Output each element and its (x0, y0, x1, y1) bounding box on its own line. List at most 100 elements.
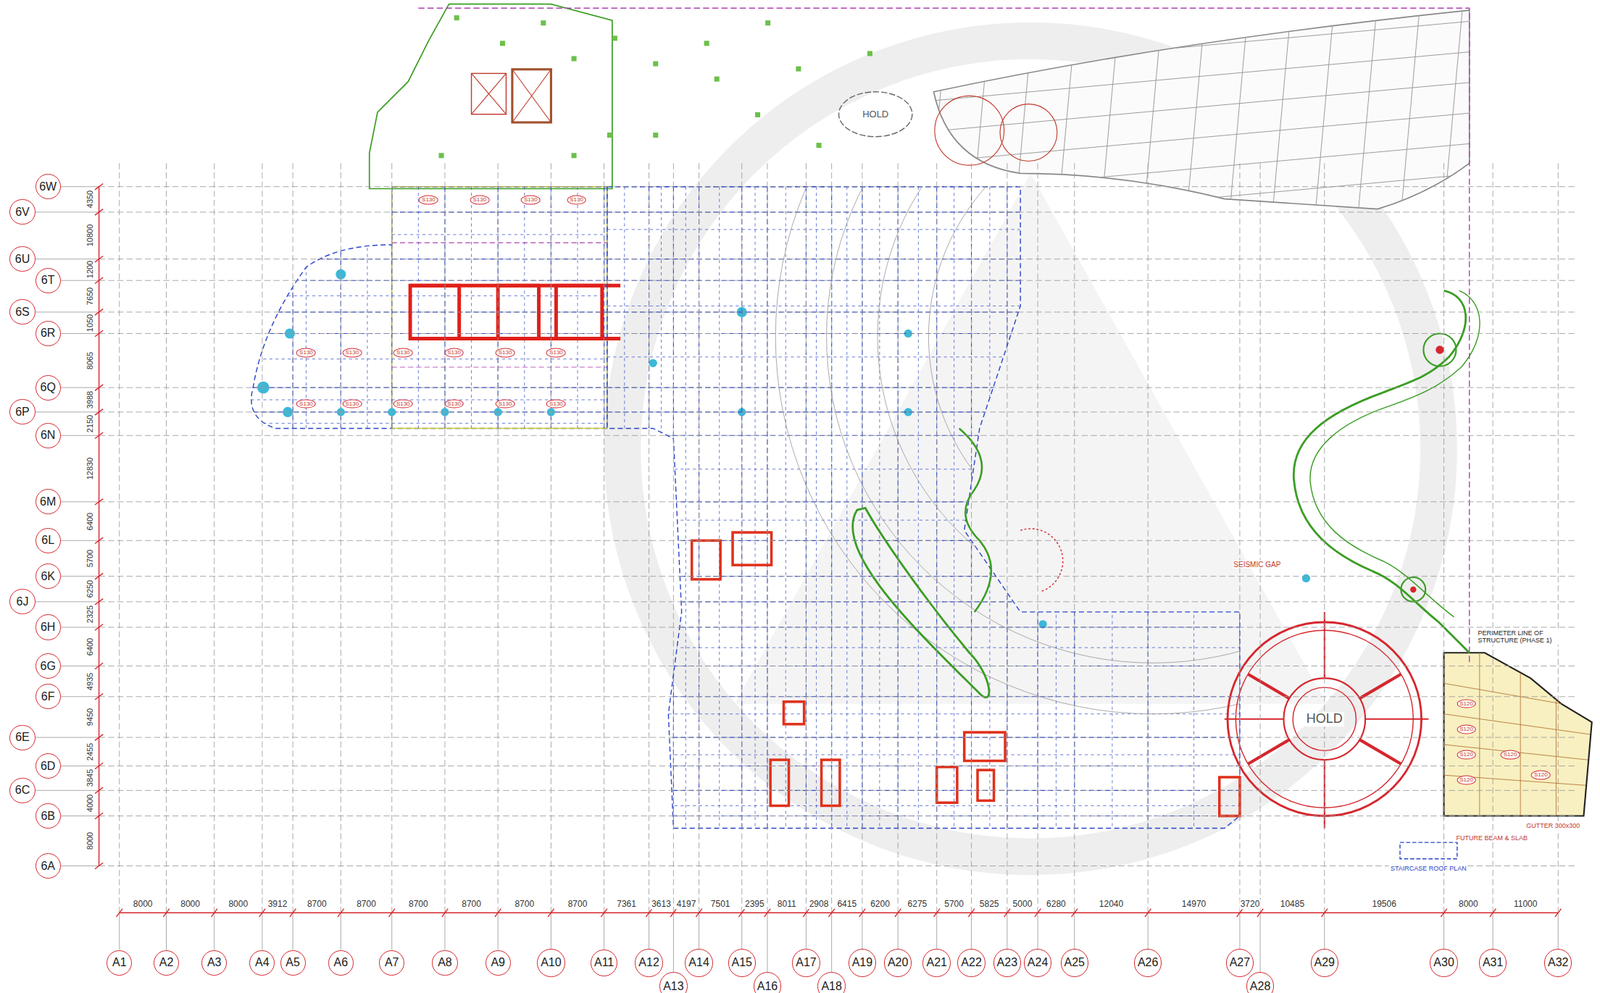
grid-label: A6 (334, 957, 349, 969)
dimension-tick (1321, 909, 1328, 918)
grid-label: 6A (40, 860, 56, 873)
grid-line (99, 186, 1577, 187)
grid-label: 6G (40, 660, 56, 673)
grid-line (936, 163, 937, 914)
grid-line (603, 163, 605, 914)
beam-line (660, 186, 662, 829)
callout-number: S130 (566, 195, 587, 206)
beam-line (755, 186, 756, 829)
radial-beam (826, 10, 1480, 664)
note-text: GUTTER 300x300 (1524, 823, 1582, 831)
hold-label: HOLD (860, 109, 890, 120)
grid-label: 6S (15, 306, 30, 319)
grid-line (1557, 163, 1559, 914)
dimension-tick (94, 573, 103, 579)
grid-leader (340, 913, 342, 950)
dimension: 8700 (460, 900, 482, 910)
beam-line (523, 186, 525, 429)
grid-line (99, 815, 1577, 817)
grid-bubble: 6P (9, 399, 35, 425)
grid-leader (60, 186, 100, 187)
beam-line (244, 423, 613, 424)
callout-number: S130 (469, 195, 490, 206)
grid-leader (1323, 913, 1325, 950)
dimension: 5000 (1012, 900, 1034, 910)
grid-leader (60, 501, 100, 503)
grid-line (1323, 163, 1325, 914)
dimension-tick (802, 909, 809, 918)
beam-line (471, 186, 472, 429)
grid-line (550, 163, 552, 914)
grid-line (99, 501, 1577, 503)
dimension: 4935 (85, 671, 95, 691)
grid-leader (497, 913, 499, 950)
dimension-tick (94, 277, 103, 284)
grid-line (99, 211, 1577, 213)
dimension-tick (94, 330, 103, 337)
grid-line (1260, 163, 1261, 914)
green-band (852, 507, 990, 698)
grid-bubble: 6L (35, 528, 61, 554)
dimension-tick (116, 909, 123, 918)
void-box (471, 73, 507, 114)
grid-line (99, 258, 1577, 260)
grid-label: A30 (1433, 957, 1454, 969)
dimension: 8700 (306, 900, 328, 910)
grid-bubble: A14 (684, 949, 713, 977)
dimension: 3912 (267, 900, 289, 910)
existing-grid (1100, 0, 1121, 225)
beam-line (607, 805, 1240, 807)
dimension-tick (94, 537, 103, 544)
beam-line (607, 755, 1240, 756)
existing-grid (1442, 0, 1464, 225)
grid-bubble: A17 (792, 949, 820, 977)
dimension: 2395 (744, 900, 766, 910)
dimension-tick (670, 909, 677, 918)
grid-leader (261, 913, 263, 950)
grid-bubble: A9 (485, 950, 511, 977)
callout-number: S130 (393, 348, 414, 358)
grid-leader (35, 737, 100, 739)
dimension: 3988 (85, 390, 95, 410)
dimension-tick (547, 909, 554, 918)
grid-bubble: 6C (9, 778, 35, 804)
grid-bubble: A5 (280, 950, 306, 977)
grid-bubble: 6W (35, 173, 61, 200)
callout-number: S120 (1456, 750, 1477, 761)
beam-line (366, 186, 368, 429)
void-cross (512, 69, 552, 123)
grid-leader (60, 815, 100, 817)
spiral-stair (1000, 104, 1058, 162)
grid-bubble: 6N (35, 423, 61, 449)
grid-leader (60, 540, 100, 542)
dimension: 8065 (85, 351, 95, 371)
grid-line (99, 576, 1577, 577)
callout-number: S120 (1456, 699, 1477, 709)
grid-leader (766, 913, 768, 974)
grid-leader (971, 913, 972, 950)
dimension: 5700 (943, 900, 965, 910)
grid-bubble: A28 (1246, 972, 1274, 993)
beam-line (785, 186, 787, 829)
grid-label: A27 (1229, 957, 1250, 969)
grid-label: A20 (887, 957, 908, 969)
grid-bubble: 6V (9, 199, 35, 225)
grid-label: 6N (40, 429, 56, 442)
grid-leader (1147, 913, 1149, 950)
dimension-tick (859, 909, 866, 918)
grid-line (99, 280, 1577, 282)
callout-number: S130 (342, 348, 362, 358)
grid-label: 6P (15, 406, 30, 419)
grid-label: A7 (384, 957, 400, 969)
dimension: 6400 (85, 511, 95, 531)
grid-leader (60, 627, 100, 629)
grid-line (261, 163, 263, 914)
grid-label: 6E (15, 731, 30, 744)
callout-number: S130 (546, 348, 566, 358)
grid-bubble: A2 (153, 950, 179, 977)
grid-leader (805, 913, 807, 950)
dimension: 6200 (869, 900, 891, 910)
grid-bubble: 6B (35, 803, 61, 829)
slab-outline (251, 186, 608, 429)
grid-line (340, 163, 342, 914)
